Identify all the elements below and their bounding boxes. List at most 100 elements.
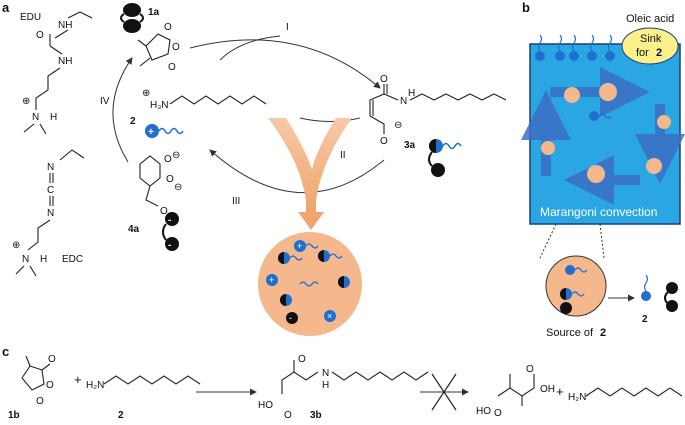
step-III-label: III (232, 196, 240, 207)
2-h3n: H₃N (150, 100, 169, 111)
marangoni-panel: Oleic acid Sink for 2 Marangoni convecti… (521, 13, 685, 339)
step-I-label: I (286, 22, 289, 33)
label-1b: 1b (8, 410, 20, 421)
acid-ho: HO (476, 406, 491, 417)
edu-nh-2: NH (58, 56, 72, 67)
edu-h: H (50, 112, 57, 123)
sink-droplet (621, 27, 679, 65)
dianion-icon-4a: - - (162, 212, 179, 251)
edc-c: C (47, 185, 54, 196)
plus-1: + (74, 372, 82, 387)
3a-h: H (408, 88, 415, 99)
3a-o: O (380, 74, 388, 85)
released-cation (641, 274, 651, 301)
panel-label-b: b (522, 0, 530, 15)
svg-text:-: - (168, 240, 171, 251)
3a-o-2: O (380, 136, 388, 147)
released-2-label: 2 (642, 314, 648, 325)
1b-o-3: O (36, 396, 44, 407)
source-compound: 2 (600, 327, 606, 339)
free-amine-icon (589, 111, 612, 121)
1a-o-ring: O (172, 42, 180, 53)
3b-o-2: O (284, 410, 292, 421)
label-2: 2 (130, 116, 136, 127)
2c-h2n: H₂N (86, 380, 104, 391)
svg-text:+: + (269, 275, 274, 285)
source-surfactant (560, 288, 585, 314)
edu-nh-1: NH (58, 20, 72, 31)
plus-2: + (556, 384, 564, 399)
1a-o-top: O (164, 22, 172, 33)
reaction-cycle: I II III IV (100, 22, 385, 207)
methylsuccinic-acid: O OH HO O (476, 364, 555, 419)
compound-2: ⊕ H₃N 2 + (130, 88, 267, 138)
free-octylamine: H₂N (568, 387, 683, 403)
reaction-scheme-c: O O O 1b + H₂N 2 O N H HO O 3b (8, 354, 683, 421)
sink-compound: 2 (656, 47, 662, 59)
label-1a: 1a (148, 7, 160, 18)
emulsion-droplet: + + - × (258, 232, 362, 336)
amine-h2n: H₂N (568, 392, 586, 403)
arrow-step-I (189, 39, 381, 89)
panel-label-a: a (2, 0, 10, 15)
edu-label: EDU (20, 12, 41, 23)
label-2-c: 2 (118, 410, 124, 421)
3b-n: N (322, 368, 329, 379)
oleic-acid-label: Oleic acid (626, 13, 674, 25)
edc-structure: N C N ⊕ N H EDC (12, 149, 85, 277)
blocked-arrow (420, 373, 469, 411)
sink-label: Sink (640, 33, 662, 45)
edc-n-2: N (47, 208, 54, 219)
4a-minus-1: ⊖ (172, 150, 180, 161)
1b-o-2: O (46, 380, 54, 391)
droplet-surfactants: + + - × (266, 240, 350, 324)
4a-minus-2: ⊖ (174, 182, 182, 193)
3b-h: H (322, 380, 329, 391)
edu-structure: EDU NH O NH ⊕ N H (20, 11, 93, 135)
compound-1a: 1a O O O (120, 3, 180, 73)
cation-amphiphile-icon: + (145, 124, 184, 138)
source-label: Source of (546, 327, 594, 339)
svg-text:-: - (289, 313, 292, 323)
dimer-icon (120, 3, 144, 33)
edc-n-3: N (22, 254, 29, 265)
3b-ho: HO (258, 400, 273, 411)
4a-o-1: O (164, 154, 172, 165)
edc-nplus: ⊕ (12, 240, 20, 251)
4a-o-2: O (166, 174, 174, 185)
svg-text:-: - (168, 215, 171, 226)
1b-o-1: O (48, 354, 56, 365)
arrow-cycle-arc (219, 35, 281, 61)
surface-surfactants (535, 34, 615, 61)
acid-o: O (526, 364, 534, 375)
surfactant-icon-3a (428, 139, 462, 177)
source-droplet (545, 255, 607, 317)
acid-o-2: O (494, 408, 502, 419)
edu-n: N (32, 112, 39, 123)
funnel-arrow-head (298, 212, 324, 230)
compound-3a: N H O ⊖ O 3a (369, 74, 507, 177)
edu-o: O (36, 30, 44, 41)
panel-label-c: c (2, 344, 9, 359)
compound-4a: O ⊖ O ⊖ O 4a - - (128, 150, 182, 251)
3a-o-minus: ⊖ (394, 120, 402, 131)
compound-1b: O O O 1b (8, 354, 56, 421)
oil-droplets (541, 83, 671, 183)
step-II-label: II (340, 150, 346, 161)
acid-oh: OH (540, 384, 555, 395)
svg-text:+: + (148, 127, 154, 138)
1a-o-bottom: O (168, 62, 176, 73)
arrow-step-IV (112, 57, 133, 163)
3a-n: N (400, 96, 407, 107)
sink-for-label: for (636, 47, 649, 59)
svg-text:×: × (327, 311, 332, 321)
compound-3b: O N H HO O 3b (258, 354, 429, 421)
label-3a: 3a (404, 140, 416, 151)
compound-2-c: H₂N 2 (86, 375, 201, 421)
svg-text:+: + (297, 241, 302, 251)
label-4a: 4a (128, 224, 140, 235)
edc-h: H (40, 254, 47, 265)
step-IV-label: IV (100, 96, 110, 107)
assembly-funnel (268, 118, 352, 212)
